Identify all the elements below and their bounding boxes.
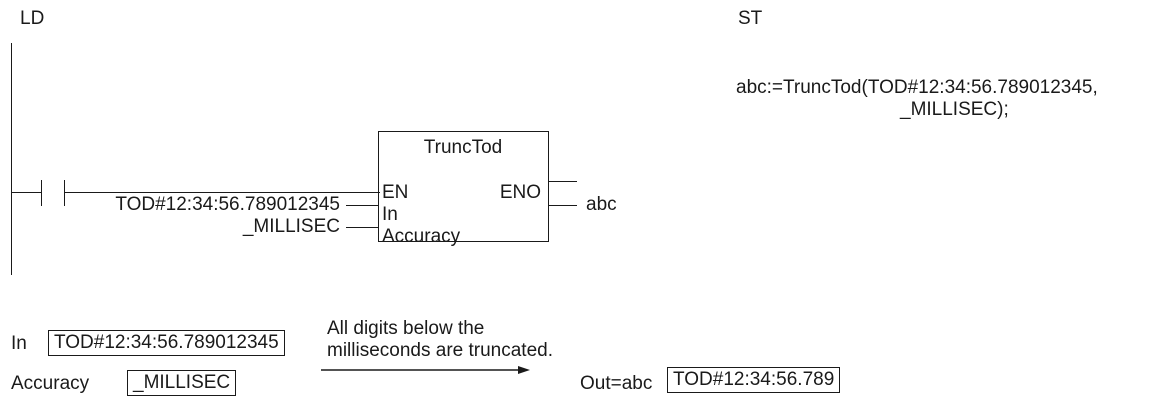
- note-line2: milliseconds are truncated.: [327, 340, 553, 361]
- contact-right-bar: [64, 180, 65, 206]
- in-wire: [346, 205, 379, 206]
- rung-wire-left: [11, 192, 41, 193]
- power-rail: [11, 43, 12, 275]
- in-argument: TOD#12:34:56.789012345: [115, 194, 340, 215]
- contact-left-bar: [41, 180, 42, 206]
- example-out-value: TOD#12:34:56.789: [667, 367, 841, 393]
- pin-en: EN: [382, 182, 409, 203]
- function-block[interactable]: TruncTod EN In Accuracy ENO: [378, 131, 549, 247]
- pin-accuracy: Accuracy: [382, 226, 461, 247]
- st-label: ST: [738, 8, 763, 29]
- note-line1: All digits below the: [327, 318, 485, 339]
- pin-in: In: [382, 204, 398, 225]
- st-code-line1: abc:=TruncTod(TOD#12:34:56.789012345,: [736, 77, 1098, 98]
- eno-wire: [549, 181, 577, 182]
- accuracy-wire: [346, 227, 379, 228]
- ld-label: LD: [20, 8, 45, 29]
- accuracy-argument: _MILLISEC: [242, 216, 340, 237]
- example-accuracy-label: Accuracy: [11, 373, 90, 394]
- pin-eno: ENO: [499, 182, 541, 203]
- example-out-label: Out=abc: [580, 373, 653, 394]
- example-in-label: In: [11, 333, 27, 354]
- rung-wire-right: [64, 192, 380, 193]
- example-in-value: TOD#12:34:56.789012345: [48, 330, 285, 356]
- block-name: TruncTod: [423, 137, 503, 158]
- example-accuracy-value: _MILLISEC: [127, 370, 237, 396]
- out-wire: [549, 205, 577, 206]
- out-variable: abc: [586, 194, 617, 215]
- st-code-line2: _MILLISEC);: [900, 99, 1009, 120]
